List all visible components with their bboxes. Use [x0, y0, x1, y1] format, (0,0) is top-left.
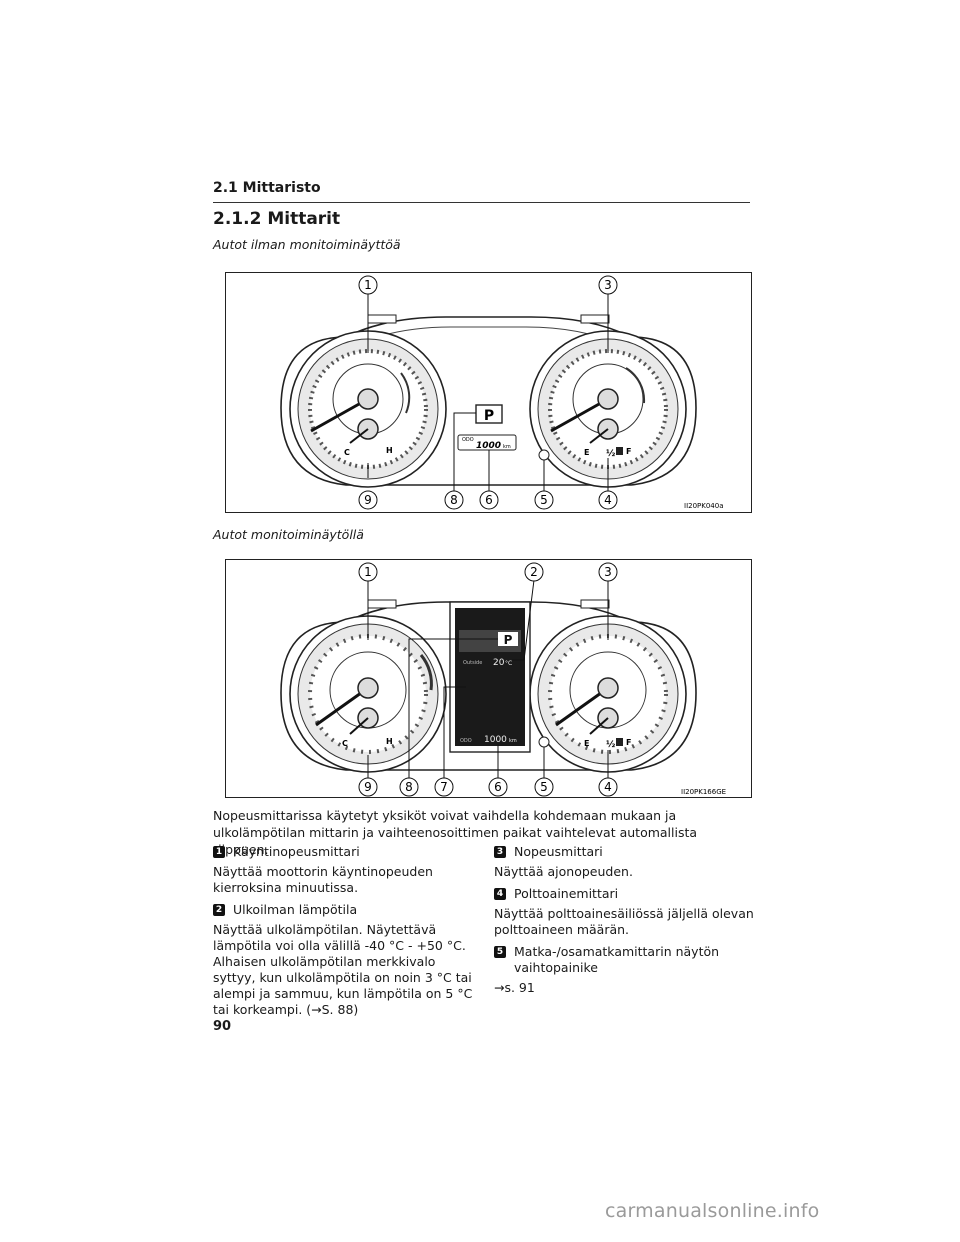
item-description: Näyttää moottorin käyntinopeuden kierrok… — [213, 864, 433, 895]
callout-4: 4 — [604, 493, 612, 507]
temp-cold-label-2: C — [342, 739, 348, 748]
callout-9: 9 — [364, 493, 372, 507]
figure1-code: II20PK040a — [684, 502, 724, 510]
temp-hot-label-2: H — [386, 737, 393, 746]
fuel-pump-icon-2 — [616, 738, 623, 746]
item-number-badge: 1 — [213, 846, 225, 858]
temp-hot-label: H — [386, 446, 393, 455]
item-description: Näyttää ulkolämpötilan. Näytettävä lämpö… — [213, 922, 473, 1017]
trip-switch-button-2 — [538, 736, 550, 748]
figure-instrument-cluster-multi-display: C H E ½ F P Outside 20 °C ODO 1000 km 1 … — [225, 559, 752, 798]
item-column-left: 1 Käyntinopeusmittari Näyttää moottorin … — [213, 844, 478, 1024]
callout-3: 3 — [604, 278, 612, 292]
trip-switch-button — [538, 449, 550, 461]
callout-7-b: 7 — [440, 780, 448, 794]
item-2: 2 Ulkoilman lämpötila Näyttää ulkolämpöt… — [213, 902, 478, 1018]
fuel-pump-icon — [616, 447, 623, 455]
odo-label-2: ODO — [460, 738, 472, 744]
gear-indicator: P — [484, 408, 494, 424]
cluster-drawing-multi-display: C H E ½ F P Outside 20 °C ODO 1000 km 1 … — [280, 562, 726, 797]
page-reference-link[interactable]: →s. 91 — [494, 980, 535, 995]
odo-unit: km — [503, 444, 511, 450]
figure1-caption: Autot ilman monitoiminäyttöä — [213, 237, 401, 252]
callout-3-b: 3 — [604, 565, 612, 579]
odo-label: ODO — [462, 437, 474, 443]
item-1: 1 Käyntinopeusmittari Näyttää moottorin … — [213, 844, 478, 896]
odo-unit-2: km — [509, 738, 517, 744]
figure2-code: II20PK166GE — [681, 788, 726, 796]
page-title: 2.1.2 Mittarit — [213, 209, 341, 229]
item-title: Nopeusmittari — [514, 844, 603, 859]
intro-paragraph: Nopeusmittarissa käytetyt yksiköt voivat… — [213, 808, 698, 857]
item-title: Polttoainemittari — [514, 886, 619, 901]
item-title: Käyntinopeusmittari — [233, 844, 360, 859]
callout-5: 5 — [540, 493, 548, 507]
page-number: 90 — [213, 1019, 232, 1034]
callout-4-b: 4 — [604, 780, 612, 794]
fuel-full-label-2: F — [626, 738, 631, 747]
callout-6-b: 6 — [494, 780, 502, 794]
item-number-badge: 2 — [213, 904, 225, 916]
section-header-text: 2.1 Mittaristo — [213, 180, 321, 196]
section-header: 2.1 Mittaristo — [213, 180, 750, 203]
fuel-full-label: F — [626, 447, 631, 456]
item-column-right: 3 Nopeusmittari Näyttää ajonopeuden. 4 P… — [494, 844, 759, 1002]
callout-5-b: 5 — [540, 780, 548, 794]
item-description: Näyttää polttoainesäiliössä jäljellä ole… — [494, 906, 754, 937]
watermark: carmanualsonline.info — [605, 1200, 820, 1222]
figure-instrument-cluster-basic: C H E ½ F P ODO 1000 km 1 3 9 8 6 5 4 II… — [225, 272, 752, 513]
gear-indicator-2: P — [504, 633, 513, 647]
outside-temp-unit: °C — [505, 660, 512, 667]
figure2-caption: Autot monitoiminäytöllä — [213, 527, 364, 542]
callout-1: 1 — [364, 278, 372, 292]
outside-temp-value: 20 — [493, 658, 505, 668]
odo-value-2: 1000 — [484, 735, 507, 745]
item-title: Ulkoilman lämpötila — [233, 902, 358, 917]
callout-9-b: 9 — [364, 780, 372, 794]
odo-value: 1000 — [476, 441, 501, 451]
temp-cold-label: C — [344, 448, 350, 457]
item-5: 5 Matka-/osamatkamittarin näytön vaihtop… — [494, 944, 759, 996]
item-4: 4 Polttoainemittari Näyttää polttoainesä… — [494, 886, 759, 938]
callout-1-b: 1 — [364, 565, 372, 579]
item-description: Näyttää ajonopeuden. — [494, 864, 633, 879]
callout-2-b: 2 — [530, 565, 538, 579]
fuel-empty-label: E — [584, 448, 589, 457]
item-number-badge: 3 — [494, 846, 506, 858]
fuel-half-label-2: ½ — [606, 739, 615, 750]
callout-8-b: 8 — [405, 780, 413, 794]
callout-6: 6 — [485, 493, 493, 507]
item-number-badge: 4 — [494, 888, 506, 900]
fuel-half-label: ½ — [606, 448, 615, 459]
item-title: Matka-/osamatkamittarin näytön vaihtopai… — [514, 944, 720, 975]
item-number-badge: 5 — [494, 946, 506, 958]
callout-8: 8 — [450, 493, 458, 507]
item-3: 3 Nopeusmittari Näyttää ajonopeuden. — [494, 844, 759, 880]
fuel-empty-label-2: E — [584, 739, 589, 748]
outside-temp-label: Outside — [463, 660, 482, 666]
cluster-drawing-basic: C H E ½ F P ODO 1000 km 1 3 9 8 6 5 4 II… — [280, 275, 724, 510]
